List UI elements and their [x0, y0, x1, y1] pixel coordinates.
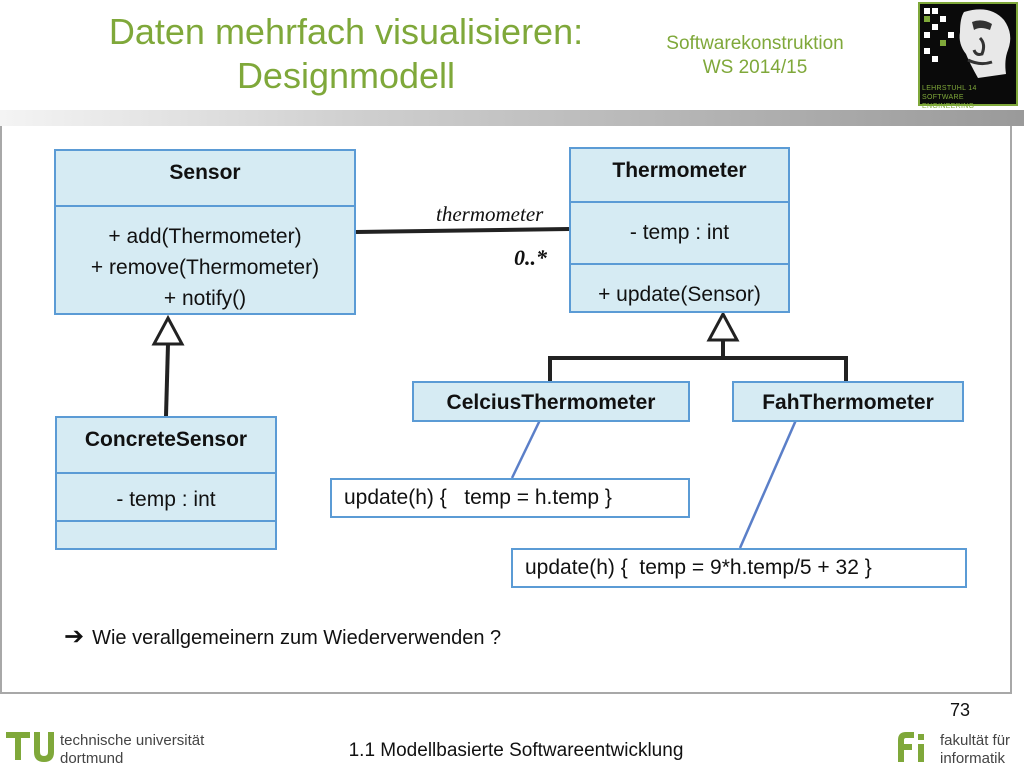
- university-name: technische universität dortmund: [60, 732, 204, 768]
- operation-remove: + remove(Thermometer): [90, 256, 320, 279]
- chair-logo-caption-line2: SOFTWARE ENGINEERING: [922, 94, 975, 110]
- question-line: ➔ Wie verallgemeinern zum Wiederverwenden…: [64, 622, 501, 651]
- note-fah-update: update(h) { temp = 9*h.temp/5 + 32 }: [511, 548, 967, 588]
- generalization-arrowhead-thermometer: [706, 310, 740, 342]
- fi-logo-icon: [898, 732, 924, 762]
- class-divider: [571, 263, 788, 265]
- chair-logo-caption: LEHRSTUHL 14 SOFTWARE ENGINEERING: [918, 84, 1018, 111]
- attribute-temp: - temp : int: [629, 221, 730, 244]
- note-anchor-fah: [738, 419, 798, 549]
- generalization-arrowhead-sensor: [151, 314, 185, 346]
- course-semester: WS 2014/15: [702, 57, 808, 78]
- operation-notify: + notify(): [163, 287, 247, 310]
- note-celcius-update: update(h) { temp = h.temp }: [330, 478, 690, 518]
- class-thermometer-name: Thermometer: [612, 159, 747, 182]
- association-role: thermometer: [436, 202, 544, 226]
- header-bar: [0, 110, 1024, 126]
- attribute-temp: - temp : int: [116, 488, 216, 511]
- class-concretesensor-name: ConcreteSensor: [84, 428, 248, 451]
- class-divider: [571, 201, 788, 203]
- class-fahthermometer-name: FahThermometer: [762, 391, 934, 414]
- class-concretesensor[interactable]: ConcreteSensor - temp : int: [55, 416, 277, 550]
- association-line: [355, 227, 570, 234]
- class-celciusthermometer-name: CelciusThermometer: [446, 391, 656, 414]
- tu-logo-icon: [6, 732, 54, 762]
- course-name: Softwarekonstruktion: [666, 33, 844, 54]
- class-sensor[interactable]: Sensor + add(Thermometer) + remove(Therm…: [54, 149, 356, 315]
- class-fahthermometer[interactable]: FahThermometer: [732, 381, 964, 422]
- class-divider: [57, 472, 275, 474]
- slide-title-line1: Daten mehrfach visualisieren:: [108, 11, 584, 52]
- class-divider: [56, 205, 354, 207]
- class-celciusthermometer[interactable]: CelciusThermometer: [412, 381, 690, 422]
- operation-update: + update(Sensor): [598, 283, 761, 306]
- university-name-line1: technische universität: [60, 732, 205, 749]
- faculty-name-line1: fakultät für: [940, 732, 1011, 749]
- course-info: Softwarekonstruktion WS 2014/15: [660, 32, 850, 80]
- chair-logo-graphic: [924, 8, 1011, 78]
- slide-title-line2: Designmodell: [236, 55, 456, 96]
- question-text: Wie verallgemeinern zum Wiederverwenden …: [92, 627, 502, 649]
- note-anchor-celcius: [510, 419, 542, 479]
- university-name-line2: dortmund: [60, 750, 124, 767]
- faculty-name: fakultät für informatik: [940, 732, 1010, 768]
- generalization-line-concretesensor: [164, 343, 170, 417]
- footer-section-title: 1.1 Modellbasierte Softwareentwicklung: [348, 740, 684, 761]
- slide-title: Daten mehrfach visualisieren: Designmode…: [66, 10, 626, 98]
- class-divider: [57, 520, 275, 522]
- association-multiplicity: 0..*: [514, 245, 547, 270]
- right-arrow-icon: ➔: [64, 623, 85, 650]
- chair-logo: [918, 2, 1018, 106]
- faculty-name-line2: informatik: [940, 750, 1006, 767]
- chair-logo-caption-line1: LEHRSTUHL 14: [922, 85, 977, 92]
- page-number: 73: [949, 700, 971, 720]
- class-sensor-name: Sensor: [169, 161, 241, 184]
- class-sensor-operations: + add(Thermometer) + remove(Thermometer)…: [56, 221, 354, 314]
- class-thermometer[interactable]: Thermometer - temp : int + update(Sensor…: [569, 147, 790, 313]
- operation-add: + add(Thermometer): [108, 225, 302, 248]
